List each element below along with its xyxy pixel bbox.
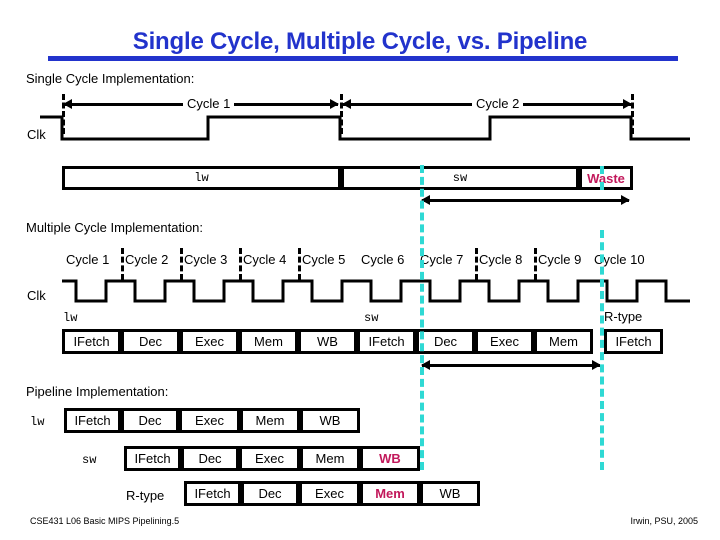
footer-author-label: Irwin, PSU, 2005 — [630, 516, 698, 526]
footer-course-label: CSE431 L06 Basic MIPS Pipelining.5 — [30, 516, 180, 526]
multiple-cycle-heading: Multiple Cycle Implementation: — [26, 220, 204, 235]
pipeline-r1-stage-2: Dec — [121, 408, 179, 433]
mc-boundary-1 — [121, 248, 124, 280]
page-title: Single Cycle, Multiple Cycle, vs. Pipeli… — [132, 28, 588, 55]
mc-stage-box-7: Dec — [416, 329, 475, 354]
mc-cycle-label-6: Cycle 6 — [361, 252, 405, 267]
mc-boundary-2 — [180, 248, 183, 280]
single-cycle-boundary-2 — [631, 94, 634, 134]
mc-cycle-label-9: Cycle 9 — [538, 252, 582, 267]
mc-stage-box-3: Exec — [180, 329, 239, 354]
mc-cycle-label-3: Cycle 3 — [184, 252, 228, 267]
mc-cycle-label-10: Cycle 10 — [594, 252, 645, 267]
mc-stage-box-6: IFetch — [357, 329, 416, 354]
mc-boundary-4 — [298, 248, 301, 280]
pipeline-r1-stage-4: Mem — [240, 408, 300, 433]
mc-cycle-label-7: Cycle 7 — [420, 252, 464, 267]
single-cycle-waste-arrow — [421, 195, 630, 205]
multiple-cycle-span-arrow — [421, 360, 601, 370]
mc-cycle-label-5: Cycle 5 — [302, 252, 346, 267]
single-cycle-clk-label: Clk — [27, 127, 46, 142]
mc-instruction-label-rtype: R-type — [604, 309, 643, 324]
single-cycle-instruction-lw: lw — [62, 166, 341, 190]
single-cycle-label-0: Cycle 1 — [183, 96, 235, 111]
cyan-guide-line-right — [600, 230, 604, 470]
pipeline-r2-stage-3: Exec — [239, 446, 300, 471]
pipeline-heading: Pipeline Implementation: — [26, 384, 169, 399]
mc-stage-box-9: Mem — [534, 329, 593, 354]
single-cycle-clock-waveform — [40, 112, 690, 149]
cyan-guide-line-right-top — [600, 166, 604, 190]
mc-stage-box-2: Dec — [121, 329, 180, 354]
single-cycle-instruction-sw: sw — [341, 166, 579, 190]
single-cycle-label-1: Cycle 2 — [472, 96, 524, 111]
title-underline — [48, 56, 678, 61]
single-cycle-boundary-0 — [62, 94, 65, 134]
multiple-cycle-clk-label: Clk — [27, 288, 46, 303]
mc-stage-box-4: Mem — [239, 329, 298, 354]
pipeline-r2-stage-5: WB — [360, 446, 420, 471]
multiple-cycle-clock-waveform — [62, 277, 690, 310]
pipeline-r3-stage-1: IFetch — [184, 481, 241, 506]
mc-stage-box-5: WB — [298, 329, 357, 354]
pipeline-r2-stage-2: Dec — [181, 446, 239, 471]
mc-cycle-label-1: Cycle 1 — [66, 252, 110, 267]
mc-instruction-label-lw: lw — [63, 311, 78, 325]
mc-stage-box-1: IFetch — [62, 329, 121, 354]
pipeline-row-label-sw: sw — [82, 453, 97, 467]
single-cycle-heading: Single Cycle Implementation: — [26, 71, 195, 86]
mc-instruction-label-sw: sw — [364, 311, 379, 325]
pipeline-r1-stage-5: WB — [300, 408, 360, 433]
pipeline-r3-stage-3: Exec — [299, 481, 360, 506]
pipeline-r2-stage-4: Mem — [300, 446, 360, 471]
single-cycle-boundary-1 — [340, 94, 343, 134]
mc-boundary-8 — [534, 248, 537, 280]
pipeline-r1-stage-1: IFetch — [64, 408, 121, 433]
pipeline-r1-stage-3: Exec — [179, 408, 240, 433]
cyan-guide-line-left — [420, 165, 424, 470]
mc-cycle-label-8: Cycle 8 — [479, 252, 523, 267]
mc-stage-box-10: IFetch — [604, 329, 663, 354]
pipeline-row-label-lw: lw — [30, 415, 45, 429]
mc-boundary-3 — [239, 248, 242, 280]
pipeline-r3-stage-5: WB — [420, 481, 480, 506]
pipeline-r2-stage-1: IFetch — [124, 446, 181, 471]
mc-boundary-7 — [475, 248, 478, 280]
mc-cycle-label-4: Cycle 4 — [243, 252, 287, 267]
single-cycle-waste-box: Waste — [579, 166, 633, 190]
mc-cycle-label-2: Cycle 2 — [125, 252, 169, 267]
mc-stage-box-8: Exec — [475, 329, 534, 354]
pipeline-row-label-rtype: R-type — [126, 488, 165, 503]
pipeline-r3-stage-4: Mem — [360, 481, 420, 506]
pipeline-r3-stage-2: Dec — [241, 481, 299, 506]
